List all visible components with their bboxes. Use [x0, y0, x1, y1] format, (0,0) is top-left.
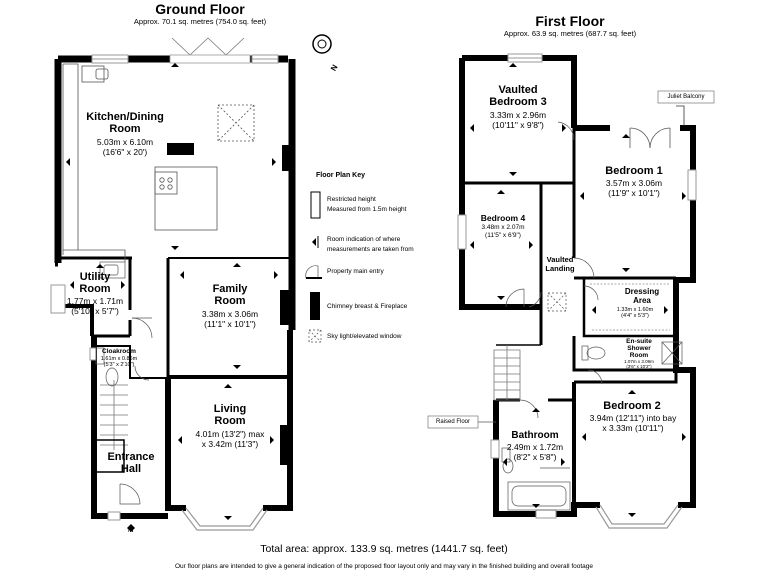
total-area: Total area: approx. 133.9 sq. metres (14…	[260, 543, 508, 555]
bed2-dim-2: x 3.33m (10'11")	[602, 423, 664, 433]
landing-skylight	[547, 292, 567, 312]
dressing-name-1: Dressing	[624, 287, 660, 296]
bed1-name: Bedroom 1	[605, 165, 663, 177]
living-dim-2: x 3.42m (11'3")	[201, 439, 259, 449]
first-floor-windows	[457, 53, 697, 519]
kitchen-fixtures	[62, 63, 255, 262]
landing-name-1: Vaulted	[546, 255, 574, 264]
ground-floor-area: Approx. 70.1 sq. metres (754.0 sq. feet)	[133, 17, 267, 26]
utility-fixtures	[99, 261, 126, 279]
living-chimney	[280, 425, 290, 465]
dressing-rails	[590, 283, 670, 331]
key-skylight: Sky light/elevated window	[327, 333, 402, 340]
ground-measure-arrows	[66, 63, 278, 520]
living-dim-1: 4.01m (13'2") max	[195, 429, 265, 439]
entry-label: IN	[128, 528, 134, 534]
bed4-dim-ft: (11'5" x 6'9")	[485, 232, 521, 239]
bathroom-dim-m: 2.49m x 1.72m	[506, 442, 564, 452]
dressing-dim-ft: (4'4" x 5'3")	[621, 313, 649, 319]
bed1-dim-m: 3.57m x 3.06m	[605, 178, 663, 188]
first-floor-area: Approx. 63.9 sq. metres (687.7 sq. feet)	[503, 29, 637, 38]
kitchen-chimney	[282, 145, 290, 171]
ensuite-dim-m: 1.07m x 3.09m	[624, 359, 654, 364]
bed2-dim-1: 3.94m (12'11") into bay	[589, 413, 677, 423]
utility-name-2: Room	[79, 283, 111, 295]
kitchen-name-1: Kitchen/Dining	[86, 111, 164, 123]
ensuite-name-2: Shower	[627, 345, 651, 352]
bathroom-name: Bathroom	[511, 430, 559, 441]
first-floor-walls	[459, 55, 696, 517]
raised-floor-label: Raised Floor	[435, 419, 470, 425]
hall-name-1: Entrance	[107, 451, 155, 463]
juliet-balcony-doors	[629, 105, 685, 149]
utility-dim-m: 1.77m x 1.71m	[66, 296, 124, 306]
bed4-dim-m: 3.48m x 2.07m	[481, 224, 525, 231]
family-name-2: Room	[214, 295, 246, 307]
landing-name-2: Landing	[545, 264, 575, 273]
utility-name-1: Utility	[79, 271, 111, 283]
family-dim-ft: (11'1" x 10'1")	[204, 319, 256, 329]
raised-floor-box	[427, 415, 479, 429]
kitchen-fireplace	[167, 143, 194, 155]
living-name-1: Living	[213, 403, 247, 415]
cloakroom-fixtures	[95, 347, 119, 387]
living-bay-window	[181, 507, 268, 531]
cloakroom-dim-ft: (5'3" x 2'10")	[103, 362, 135, 368]
first-floor-stairs	[493, 345, 521, 401]
key-entry: Property main entry	[327, 268, 384, 275]
bed3-dim-ft: (10'11" x 9'8")	[492, 120, 544, 130]
first-floor-title: First Floor	[535, 13, 605, 29]
kitchen-dim-m: 5.03m x 6.10m	[96, 137, 154, 147]
family-name-1: Family	[212, 283, 248, 295]
cloakroom-name: Cloakroom	[102, 348, 136, 355]
ensuite-fixtures	[581, 341, 683, 365]
bed3-name-2: Bedroom 3	[489, 96, 547, 108]
key-symbols	[305, 191, 322, 343]
key-restricted-1: Restricted height	[327, 196, 376, 203]
bed4-name: Bedroom 4	[480, 213, 526, 223]
bathroom-dim-ft: (8'2" x 5'8")	[513, 452, 557, 462]
cloakroom-dim-m: 1.61m x 0.86m	[100, 356, 138, 362]
kitchen-dim-ft: (16'6" x 20')	[102, 147, 148, 157]
bed1-dim-ft: (11'9" x 10'1")	[608, 188, 660, 198]
living-name-2: Room	[214, 415, 246, 427]
key-title: Floor Plan Key	[316, 172, 366, 179]
bed2-bay-window	[595, 504, 683, 529]
first-door-swings	[505, 121, 603, 419]
first-measure-arrows	[470, 63, 686, 517]
bed3-name-1: Vaulted	[498, 84, 538, 96]
key-indication-1: Room indication of where	[327, 236, 401, 243]
dressing-name-2: Area	[633, 296, 651, 305]
disclaimer: Our floor plans are intended to give a g…	[174, 563, 594, 570]
bed2-name: Bedroom 2	[603, 400, 661, 412]
ensuite-name-3: Room	[629, 352, 649, 359]
bed3-dim-m: 3.33m x 2.96m	[489, 110, 547, 120]
ground-door-swings	[119, 317, 153, 505]
family-chimney	[280, 290, 290, 325]
ground-floor-windows	[50, 54, 279, 521]
ensuite-dim-ft: (3'6" x 10'2")	[626, 364, 652, 369]
compass-icon	[304, 26, 340, 62]
dressing-dim-m: 1.33m x 1.60m	[616, 307, 654, 313]
key-indication-2: measurements are taken from	[327, 246, 414, 253]
juliet-balcony-box	[657, 90, 715, 104]
family-dim-m: 3.38m x 3.06m	[201, 309, 259, 319]
juliet-balcony-label: Juliet Balcony	[667, 94, 705, 100]
entry-arrow-icon	[127, 524, 135, 532]
ensuite-name-1: En-suite	[626, 338, 652, 345]
utility-dim-ft: (5'10" x 5'7")	[71, 306, 119, 316]
key-restricted-2: Measured from 1.5m height	[327, 206, 407, 213]
bathroom-fixtures	[501, 447, 571, 511]
hall-name-2: Hall	[120, 463, 142, 475]
key-chimney: Chimney breast & Fireplace	[327, 303, 408, 310]
kitchen-name-2: Room	[109, 123, 141, 135]
bifold-doors	[169, 37, 251, 64]
ground-floor-title: Ground Floor	[155, 1, 245, 17]
